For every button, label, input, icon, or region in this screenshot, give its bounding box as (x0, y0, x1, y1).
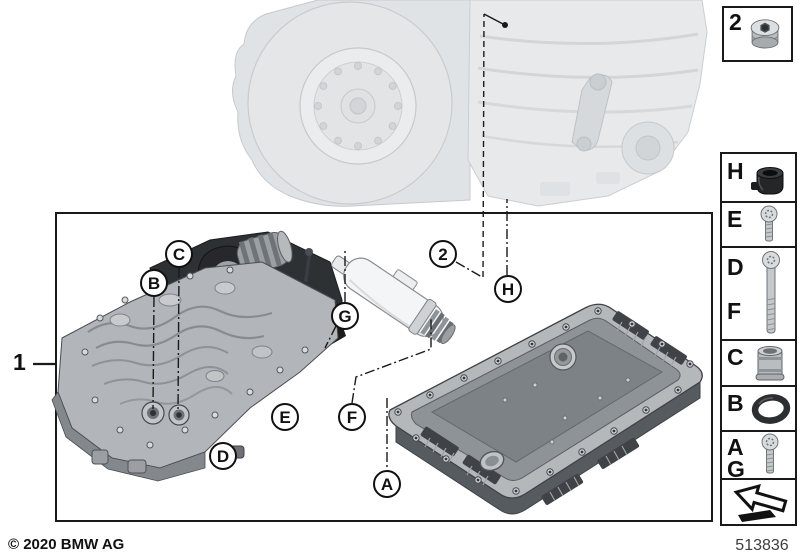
legend-column: H E D F C (720, 152, 797, 526)
drain-plug-icon (750, 19, 780, 49)
callout-H[interactable]: H (494, 275, 522, 303)
short-screw-icon (760, 205, 778, 242)
legend-item-B-label: B (727, 390, 744, 416)
adapter-icon (751, 167, 784, 195)
callout-F[interactable]: F (338, 403, 366, 431)
legend-item-A-G[interactable]: A G (720, 430, 797, 482)
o-ring-icon (751, 394, 791, 424)
legend-item-G-label: G (727, 456, 745, 482)
callout-B[interactable]: B (140, 269, 168, 297)
item-1-label[interactable]: 1 (13, 349, 26, 375)
callout-A-label: A (380, 474, 394, 494)
transmission-illustration (232, 0, 708, 207)
direction-arrow-icon (733, 483, 788, 522)
callout-A[interactable]: A (373, 470, 401, 498)
screw-icon (761, 433, 779, 474)
callout-C[interactable]: C (165, 240, 193, 268)
legend-item-F-label: F (727, 298, 742, 324)
legend-item-direction[interactable] (720, 478, 797, 526)
legend-item-A-label: A (727, 434, 744, 460)
inset-part-2-number: 2 (729, 9, 742, 35)
legend-item-C[interactable]: C (720, 339, 797, 387)
copyright-text: © 2020 BMW AG (8, 536, 125, 553)
callout-G[interactable]: G (331, 302, 359, 330)
callout-D[interactable]: D (209, 442, 237, 470)
legend-item-C-label: C (727, 344, 744, 370)
main-diagram-box (55, 212, 713, 522)
callout-B-label: B (147, 273, 161, 293)
callout-2-label: 2 (438, 244, 448, 264)
legend-item-E[interactable]: E (720, 201, 797, 248)
callout-F-label: F (346, 407, 358, 427)
legend-item-D-label: D (727, 254, 744, 280)
sleeve-icon (755, 346, 785, 381)
callout-H-label: H (501, 279, 515, 299)
document-number: 513836 (735, 537, 789, 554)
long-screw-icon (762, 251, 780, 334)
legend-item-B[interactable]: B (720, 385, 797, 432)
callout-D-label: D (216, 446, 230, 466)
legend-item-D-F[interactable]: D F (720, 246, 797, 341)
callout-E-label: E (279, 407, 291, 427)
callout-2[interactable]: 2 (429, 240, 457, 268)
legend-item-H[interactable]: H (720, 152, 797, 203)
inset-part-2-box[interactable]: 2 (722, 6, 793, 62)
callout-C-label: C (172, 244, 186, 264)
legend-item-E-label: E (727, 206, 743, 232)
legend-item-H-label: H (727, 158, 744, 184)
callout-E[interactable]: E (271, 403, 299, 431)
callout-G-label: G (338, 306, 352, 326)
